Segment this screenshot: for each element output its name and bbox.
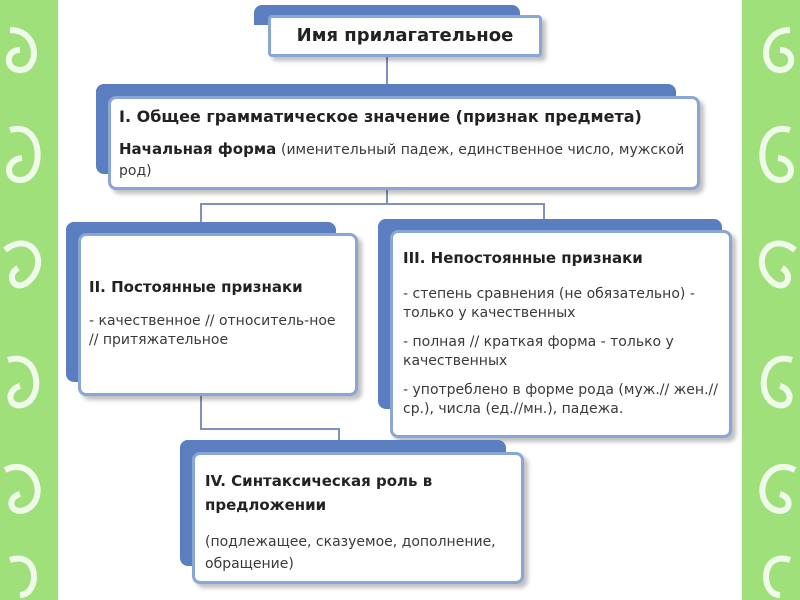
box1-title: I. Общее грамматическое значение (призна… (119, 107, 642, 126)
box4-title: IV. Синтаксическая роль в предложении (205, 472, 433, 514)
box1-subtitle: Начальная форма (119, 140, 277, 158)
box4-syntactic-role: IV. Синтаксическая роль в предложении (п… (192, 452, 524, 584)
left-ornament-border (0, 0, 58, 600)
box3-item-2: - полная // краткая форма - только у кач… (403, 334, 674, 369)
connector-to-box3 (543, 203, 545, 225)
box3-item-1: - степень сравнения (не обязательно) - т… (403, 286, 695, 321)
box3-title: III. Непостоянные признаки (403, 249, 643, 267)
box3-variable-features: III. Непостоянные признаки - степень сра… (390, 230, 732, 438)
connector-to-box2 (200, 203, 202, 231)
root-title: Имя прилагательное (296, 25, 514, 46)
box2-item: - качественное // относитель-ное // прит… (89, 313, 336, 348)
connector-to-box4 (200, 428, 340, 430)
connector-box2-down (200, 395, 202, 430)
box3-item-3: - употреблено в форме рода (муж.// жен./… (403, 382, 718, 417)
box4-note: (подлежащее, сказуемое, дополнение, обра… (205, 534, 496, 572)
box2-permanent-features: II. Постоянные признаки - качественное /… (78, 233, 358, 396)
box1-general-meaning: I. Общее грамматическое значение (призна… (108, 96, 700, 190)
root-box: Имя прилагательное (268, 15, 542, 57)
box1-initial-form: Начальная форма (именительный падеж, еди… (119, 139, 689, 181)
connector-horizontal-top (200, 203, 545, 205)
connector-root-box1 (386, 54, 388, 84)
right-ornament-border (742, 0, 800, 600)
connector-box1-down (386, 188, 388, 204)
box2-title: II. Постоянные признаки (89, 278, 303, 296)
connector-box4-drop (338, 428, 340, 442)
box1-subtitle-note: (именительный падеж, единственное число,… (119, 142, 685, 179)
